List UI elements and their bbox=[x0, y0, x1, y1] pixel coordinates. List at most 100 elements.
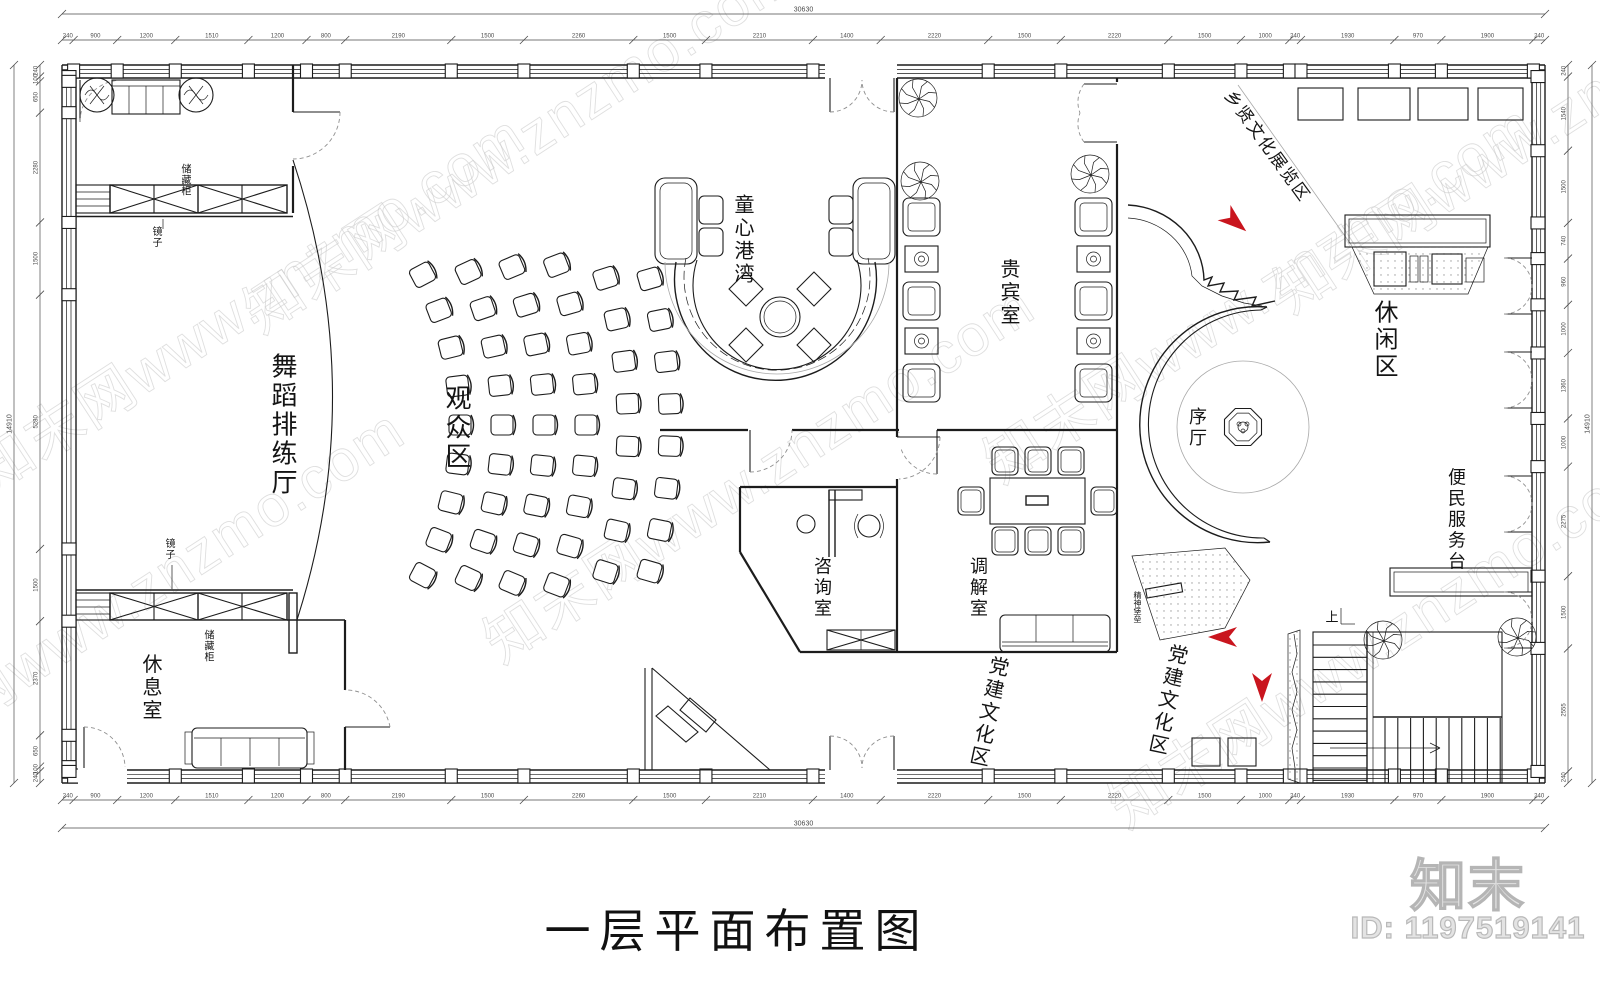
label-storage-top: 储藏柜 bbox=[179, 163, 190, 197]
french-door bbox=[1503, 257, 1533, 315]
seat bbox=[574, 414, 601, 436]
dimension-number: 100 bbox=[34, 73, 40, 84]
label-leisure-area: 休闲区 bbox=[1370, 299, 1396, 381]
tree-icon bbox=[79, 77, 115, 113]
entry-hall-feature bbox=[1127, 204, 1310, 544]
seat bbox=[498, 570, 527, 597]
stool bbox=[796, 327, 832, 363]
label-service-desk: 便民服务台 bbox=[1446, 467, 1466, 573]
dimension-number: 240 bbox=[1534, 34, 1545, 40]
dimension-number: 240 bbox=[34, 772, 40, 783]
chair bbox=[991, 526, 1019, 556]
dimension-number: 2260 bbox=[572, 34, 586, 40]
dimension-number: 1930 bbox=[1341, 34, 1355, 40]
stair-display-wall bbox=[1287, 629, 1301, 784]
dimension-number: 1500 bbox=[34, 578, 40, 592]
seat bbox=[529, 454, 557, 477]
seat bbox=[603, 306, 631, 332]
dimension-number: 970 bbox=[1413, 34, 1424, 40]
french-door bbox=[1503, 591, 1533, 649]
seat bbox=[408, 562, 438, 590]
seat bbox=[408, 260, 438, 288]
dimension-number: 14910 bbox=[1585, 414, 1592, 434]
plant-icon bbox=[900, 161, 940, 201]
seat bbox=[469, 295, 498, 322]
seat bbox=[437, 490, 465, 516]
furniture bbox=[79, 77, 1533, 784]
dimension-number: 1400 bbox=[840, 794, 854, 800]
dimension-number: 1500 bbox=[1562, 180, 1568, 194]
plant-icon bbox=[1070, 154, 1110, 194]
sofa bbox=[902, 363, 941, 403]
dimension-number: 100 bbox=[34, 763, 40, 774]
dimension-number: 1900 bbox=[1481, 794, 1495, 800]
dimension-number: 2220 bbox=[1108, 794, 1122, 800]
seat bbox=[523, 332, 551, 357]
dimension-number: 970 bbox=[1413, 794, 1424, 800]
seat bbox=[487, 374, 515, 397]
dimension-number: 1000 bbox=[1562, 322, 1568, 336]
watermark-text: 知末网www.znzmo.com bbox=[233, 0, 806, 345]
dimension-number: 740 bbox=[1562, 235, 1568, 246]
dimension-number: 2260 bbox=[572, 794, 586, 800]
plant-icon bbox=[1497, 617, 1537, 657]
spirit-fortress-feature bbox=[1131, 547, 1251, 641]
dimension-number: 5280 bbox=[34, 415, 40, 429]
seat bbox=[611, 477, 639, 501]
sofa bbox=[1074, 281, 1113, 321]
sofa bbox=[902, 281, 941, 321]
dimension-number: 1930 bbox=[1341, 794, 1355, 800]
stairs bbox=[1312, 608, 1503, 784]
seat bbox=[425, 527, 454, 554]
seat bbox=[498, 253, 527, 280]
seat bbox=[611, 349, 639, 373]
dimension-number: 1500 bbox=[1018, 34, 1032, 40]
seat bbox=[532, 414, 559, 436]
dimension-number: 1500 bbox=[1018, 794, 1032, 800]
dimension-number: 240 bbox=[63, 34, 74, 40]
seat bbox=[523, 493, 551, 518]
dimension-number: 1500 bbox=[1198, 34, 1212, 40]
dimension-number: 1000 bbox=[1258, 34, 1272, 40]
red-arrow bbox=[1252, 673, 1272, 702]
dimension-number: 650 bbox=[34, 91, 40, 102]
planter-box bbox=[904, 327, 939, 355]
dimension-number: 2220 bbox=[928, 34, 942, 40]
label-audience-area: 观众区 bbox=[442, 384, 471, 472]
dimension-number: 2220 bbox=[928, 794, 942, 800]
dimension-number: 14910 bbox=[7, 414, 14, 434]
dimension-number: 1500 bbox=[1562, 605, 1568, 619]
benches bbox=[1191, 737, 1257, 767]
seat bbox=[653, 476, 681, 500]
dimension-number: 240 bbox=[63, 794, 74, 800]
dimension-number: 1500 bbox=[1198, 794, 1212, 800]
exhibition-displays bbox=[1237, 84, 1524, 247]
label-stairs-up: 上 bbox=[1325, 609, 1339, 625]
french-door bbox=[1503, 475, 1533, 533]
tree-icon bbox=[178, 77, 214, 113]
label-entry-hall: 序厅 bbox=[1187, 407, 1207, 449]
seat bbox=[572, 454, 599, 478]
seat bbox=[657, 435, 684, 457]
dimension-number: 240 bbox=[1290, 34, 1301, 40]
label-dance-hall: 舞蹈排练厅 bbox=[268, 352, 297, 498]
seat bbox=[636, 265, 664, 292]
seat bbox=[454, 257, 483, 285]
dimension-number: 1000 bbox=[1258, 794, 1272, 800]
dimension-number: 1360 bbox=[1562, 378, 1568, 392]
dimension-number: 1500 bbox=[481, 794, 495, 800]
dimension-number: 240 bbox=[1562, 65, 1568, 76]
watermark-text: 知末网www.znzmo.com bbox=[473, 272, 1046, 676]
chair bbox=[957, 486, 985, 516]
seat bbox=[512, 532, 541, 559]
dimension-number: 1500 bbox=[663, 794, 677, 800]
red-arrow bbox=[1208, 627, 1237, 647]
dimension-number: 1900 bbox=[1481, 34, 1495, 40]
stool bbox=[728, 271, 764, 307]
stool bbox=[796, 271, 832, 307]
seat bbox=[448, 414, 475, 436]
leisure-desk bbox=[1344, 214, 1491, 295]
dimension-number: 2555 bbox=[1562, 703, 1568, 717]
seat bbox=[565, 331, 593, 356]
sofa bbox=[1074, 197, 1113, 237]
